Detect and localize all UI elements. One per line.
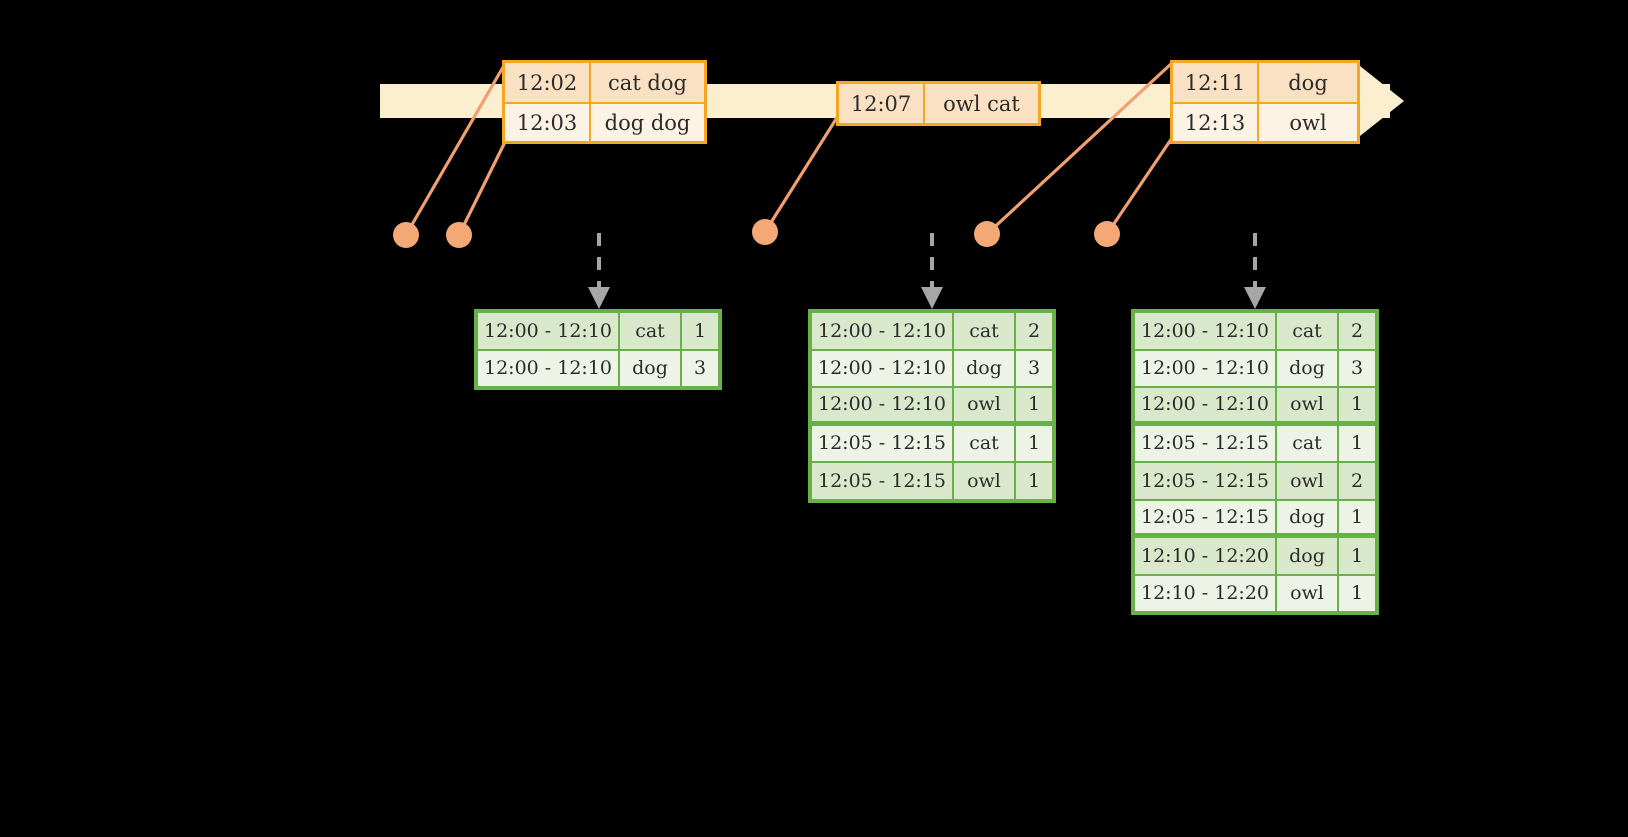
window-cell: 12:10 - 12:20 (1134, 537, 1276, 575)
word-cell: owl (1276, 462, 1338, 500)
event-row: 12:02 cat dog (505, 63, 704, 102)
event-group-2: 12:07 owl cat (836, 81, 1041, 126)
word-cell: cat (619, 312, 681, 350)
word-cell: dog (1276, 349, 1338, 387)
event-row: 12:07 owl cat (839, 84, 1038, 123)
window-cell: 12:00 - 12:10 (477, 312, 619, 350)
word-cell: dog (619, 349, 681, 387)
dashed-arrows (588, 233, 1266, 309)
event-dot-3 (752, 219, 778, 245)
count-cell: 1 (1015, 387, 1053, 422)
word-cell: owl (953, 462, 1015, 500)
count-cell: 1 (1338, 574, 1376, 612)
event-words: owl (1257, 104, 1357, 141)
window-cell: 12:00 - 12:10 (477, 349, 619, 387)
dashed-arrow-1 (588, 233, 610, 309)
count-cell: 2 (1015, 312, 1053, 350)
event-words: owl cat (923, 84, 1038, 123)
window-cell: 12:05 - 12:15 (811, 424, 953, 462)
event-dot-5 (1094, 221, 1120, 247)
connector-line-2 (457, 138, 508, 237)
window-cell: 12:00 - 12:10 (1134, 387, 1276, 422)
word-cell: dog (1276, 499, 1338, 534)
window-cell: 12:00 - 12:10 (1134, 312, 1276, 350)
window-cell: 12:05 - 12:15 (1134, 462, 1276, 500)
count-cell: 1 (1338, 424, 1376, 462)
count-cell: 3 (1338, 349, 1376, 387)
word-cell: dog (1276, 537, 1338, 575)
event-words: cat dog (589, 63, 704, 102)
window-cell: 12:00 - 12:10 (811, 349, 953, 387)
event-time: 12:03 (505, 104, 589, 141)
word-cell: owl (1276, 387, 1338, 422)
word-cell: cat (953, 312, 1015, 350)
connector-line-3 (763, 114, 840, 234)
connector-line-1 (404, 60, 508, 237)
word-cell: owl (953, 387, 1015, 422)
window-cell: 12:00 - 12:10 (811, 312, 953, 350)
window-cell: 12:05 - 12:15 (811, 462, 953, 500)
event-row: 12:03 dog dog (505, 102, 704, 141)
dashed-arrow-2 (921, 233, 943, 309)
word-cell: cat (953, 424, 1015, 462)
connector-line-5 (1105, 136, 1174, 236)
window-cell: 12:00 - 12:10 (811, 387, 953, 422)
event-dot-2 (446, 222, 472, 248)
event-group-1: 12:02 cat dog 12:03 dog dog (502, 60, 707, 144)
event-dot-4 (974, 221, 1000, 247)
window-cell: 12:00 - 12:10 (1134, 349, 1276, 387)
count-cell: 1 (1338, 499, 1376, 534)
window-cell: 12:05 - 12:15 (1134, 499, 1276, 534)
event-time: 12:11 (1173, 63, 1257, 102)
count-cell: 3 (1015, 349, 1053, 387)
count-cell: 2 (1338, 462, 1376, 500)
word-cell: cat (1276, 312, 1338, 350)
event-time: 12:13 (1173, 104, 1257, 141)
event-time: 12:07 (839, 84, 923, 123)
event-words: dog dog (589, 104, 704, 141)
event-group-3: 12:11 dog 12:13 owl (1170, 60, 1360, 144)
count-cell: 3 (681, 349, 719, 387)
event-words: dog (1257, 63, 1357, 102)
dashed-arrow-3 (1244, 233, 1266, 309)
count-cell: 1 (681, 312, 719, 350)
count-cell: 1 (1338, 537, 1376, 575)
count-cell: 1 (1338, 387, 1376, 422)
count-cell: 1 (1015, 462, 1053, 500)
word-cell: dog (953, 349, 1015, 387)
event-dots (393, 219, 1120, 248)
count-cell: 1 (1015, 424, 1053, 462)
event-row: 12:11 dog (1173, 63, 1357, 102)
count-cell: 2 (1338, 312, 1376, 350)
window-cell: 12:05 - 12:15 (1134, 424, 1276, 462)
event-dot-1 (393, 222, 419, 248)
word-cell: cat (1276, 424, 1338, 462)
event-time: 12:02 (505, 63, 589, 102)
window-cell: 12:10 - 12:20 (1134, 574, 1276, 612)
word-cell: owl (1276, 574, 1338, 612)
event-row: 12:13 owl (1173, 102, 1357, 141)
